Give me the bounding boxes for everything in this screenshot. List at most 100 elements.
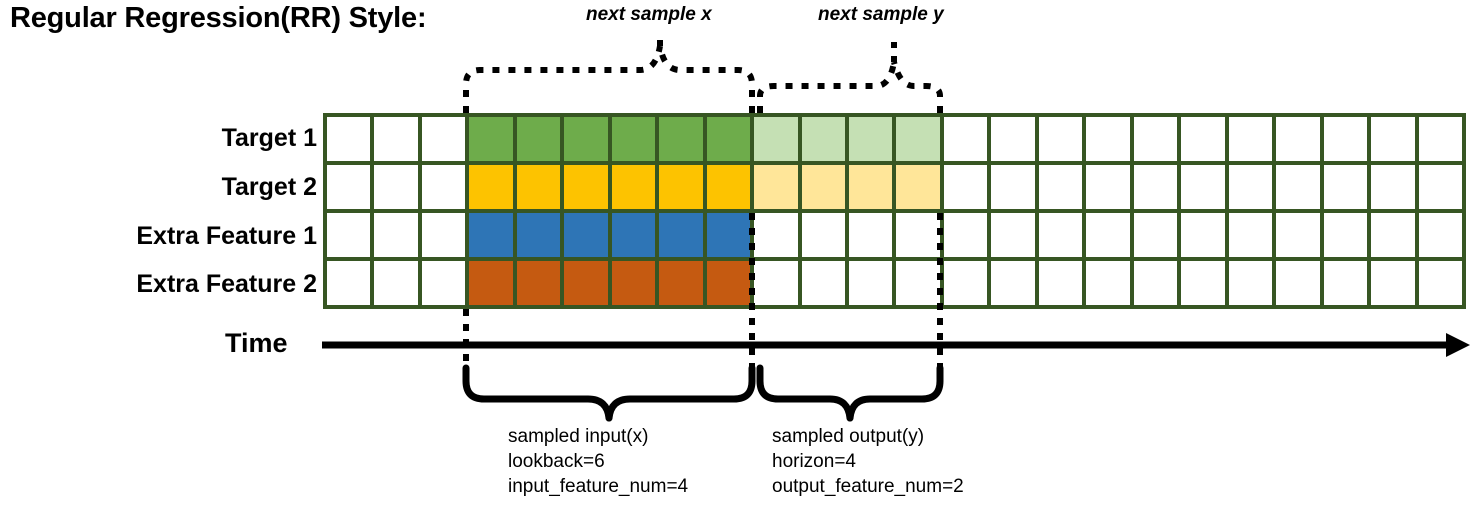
grid-cell-r1-c11 xyxy=(801,117,846,161)
grid-cell-r4-c18 xyxy=(1133,261,1178,305)
grid-cell-r3-c5 xyxy=(516,213,561,257)
next-sample-x-brace xyxy=(463,45,755,113)
grid-cell-r3-c13 xyxy=(896,213,940,257)
grid-cell-r4-c16 xyxy=(1038,261,1083,305)
grid-cell-r3-c8 xyxy=(659,213,703,257)
grid-cell-r1-c14 xyxy=(943,117,988,161)
grid-cell-r4-c8 xyxy=(659,261,703,305)
grid-cell-r2-c11 xyxy=(801,165,846,209)
grid-cell-r4-c19 xyxy=(1181,261,1225,305)
grid-cell-r1-c3 xyxy=(421,117,466,161)
timeseries-grid xyxy=(323,113,1466,309)
grid-cell-r3-c18 xyxy=(1133,213,1178,257)
grid-cell-r1-c23 xyxy=(1371,117,1415,161)
grid-cell-r2-c18 xyxy=(1133,165,1178,209)
grid-cell-r2-c5 xyxy=(516,165,561,209)
grid-cell-r4-c9 xyxy=(706,261,751,305)
grid-cell-r3-c1 xyxy=(327,213,371,257)
grid-cell-r3-c2 xyxy=(374,213,418,257)
sampled-output-brace xyxy=(756,364,944,422)
grid-cell-r2-c17 xyxy=(1086,165,1130,209)
next-sample-x-label: next sample x xyxy=(586,4,712,25)
grid-cell-r1-c19 xyxy=(1181,117,1225,161)
row-label-target-2: Target 2 xyxy=(221,173,317,201)
grid-cell-r4-c14 xyxy=(943,261,988,305)
grid-cell-r4-c2 xyxy=(374,261,418,305)
grid-cell-r2-c4 xyxy=(469,165,513,209)
grid-cell-r1-c1 xyxy=(327,117,371,161)
grid-cell-r3-c10 xyxy=(754,213,798,257)
grid-cell-r4-c5 xyxy=(516,261,561,305)
grid-cell-r4-c20 xyxy=(1228,261,1273,305)
grid-cell-r1-c2 xyxy=(374,117,418,161)
grid-cell-r1-c6 xyxy=(564,117,608,161)
grid-cell-r2-c22 xyxy=(1323,165,1368,209)
grid-cell-r2-c24 xyxy=(1418,165,1462,209)
grid-cell-r1-c9 xyxy=(706,117,751,161)
grid-cell-r3-c12 xyxy=(849,213,893,257)
grid-cell-r1-c12 xyxy=(849,117,893,161)
grid-cell-r3-c11 xyxy=(801,213,846,257)
row-label-extra-feature-1: Extra Feature 1 xyxy=(136,222,317,250)
grid-cell-r4-c12 xyxy=(849,261,893,305)
grid-cell-r4-c17 xyxy=(1086,261,1130,305)
grid-cell-r2-c3 xyxy=(421,165,466,209)
grid-cell-r1-c17 xyxy=(1086,117,1130,161)
grid-cell-r4-c13 xyxy=(896,261,940,305)
grid-cell-r1-c21 xyxy=(1276,117,1320,161)
grid-cell-r2-c23 xyxy=(1371,165,1415,209)
grid-cell-r2-c8 xyxy=(659,165,703,209)
grid-cell-r3-c14 xyxy=(943,213,988,257)
grid-cell-r2-c13 xyxy=(896,165,940,209)
grid-cell-r4-c7 xyxy=(611,261,656,305)
grid-cell-r1-c20 xyxy=(1228,117,1273,161)
grid-cell-r1-c13 xyxy=(896,117,940,161)
grid-cell-r1-c8 xyxy=(659,117,703,161)
row-label-extra-feature-2: Extra Feature 2 xyxy=(136,270,317,298)
grid-cell-r2-c9 xyxy=(706,165,751,209)
grid-cell-r2-c20 xyxy=(1228,165,1273,209)
grid-cell-r4-c22 xyxy=(1323,261,1368,305)
grid-cell-r3-c24 xyxy=(1418,213,1462,257)
grid-cell-r4-c23 xyxy=(1371,261,1415,305)
next-sample-y-brace xyxy=(757,61,943,113)
grid-cell-r3-c15 xyxy=(991,213,1035,257)
grid-cell-r2-c12 xyxy=(849,165,893,209)
grid-cell-r4-c24 xyxy=(1418,261,1462,305)
grid-cell-r1-c7 xyxy=(611,117,656,161)
grid-cell-r3-c17 xyxy=(1086,213,1130,257)
sampled-output-caption: sampled output(y) horizon=4 output_featu… xyxy=(772,426,964,497)
row-label-column: Target 1 Target 2 Extra Feature 1 Extra … xyxy=(55,113,317,309)
grid-cell-r3-c20 xyxy=(1228,213,1273,257)
grid-cell-r2-c21 xyxy=(1276,165,1320,209)
next-sample-y-label: next sample y xyxy=(818,4,944,25)
grid-cell-r1-c4 xyxy=(469,117,513,161)
grid-cell-r1-c16 xyxy=(1038,117,1083,161)
time-axis-label: Time xyxy=(225,328,288,358)
grid-cell-r2-c19 xyxy=(1181,165,1225,209)
grid-cell-r1-c10 xyxy=(754,117,798,161)
grid-cell-r2-c1 xyxy=(327,165,371,209)
grid-cell-r2-c2 xyxy=(374,165,418,209)
grid-cell-r3-c16 xyxy=(1038,213,1083,257)
grid-cell-r4-c6 xyxy=(564,261,608,305)
sampled-input-brace xyxy=(462,364,756,422)
grid-cell-r3-c9 xyxy=(706,213,751,257)
grid-cell-r3-c21 xyxy=(1276,213,1320,257)
grid-cell-r2-c7 xyxy=(611,165,656,209)
grid-cell-r3-c19 xyxy=(1181,213,1225,257)
grid-cell-r3-c6 xyxy=(564,213,608,257)
grid-cell-r4-c4 xyxy=(469,261,513,305)
grid-cell-r4-c1 xyxy=(327,261,371,305)
grid-cell-r4-c3 xyxy=(421,261,466,305)
grid-cell-r1-c24 xyxy=(1418,117,1462,161)
grid-cell-r2-c14 xyxy=(943,165,988,209)
page-title: Regular Regression(RR) Style: xyxy=(10,2,427,34)
time-arrow xyxy=(322,333,1470,357)
grid-cell-r4-c11 xyxy=(801,261,846,305)
grid-cell-r4-c15 xyxy=(991,261,1035,305)
grid-cell-r3-c4 xyxy=(469,213,513,257)
grid-cell-r1-c22 xyxy=(1323,117,1368,161)
grid-cell-r2-c15 xyxy=(991,165,1035,209)
grid-cell-r1-c15 xyxy=(991,117,1035,161)
